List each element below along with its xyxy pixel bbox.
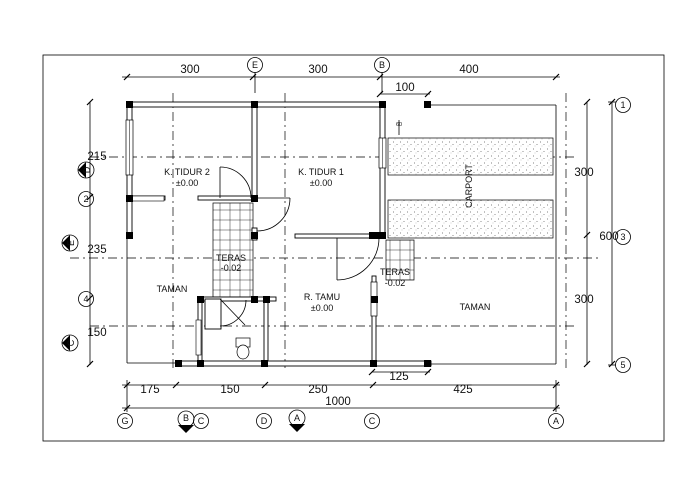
grid-bubble-bottom-a: A <box>294 413 300 423</box>
grid-bubble-right-1: 1 <box>620 100 625 110</box>
bedroom2-label: K. TIDUR 2 <box>164 167 210 177</box>
dim-bottom-1: 175 <box>140 384 159 396</box>
grid-bubble-bottom-a2: A <box>553 416 559 426</box>
grid-bubble-bottom-g: G <box>121 416 128 426</box>
grid-bubbles: E B 1 3 5 D 2 E 4 C G B C D A C A <box>61 57 631 433</box>
dim-bottom-2: 150 <box>220 384 239 396</box>
living-level: ±0.00 <box>311 303 333 313</box>
terrace-right-level: -0.02 <box>385 278 406 288</box>
carport-label: CARPORT <box>464 164 474 208</box>
garden-right-label: TAMAN <box>460 302 491 312</box>
bedroom2-level: ±0.00 <box>176 178 198 188</box>
bedroom1-level: ±0.00 <box>310 178 332 188</box>
dim-right-total: 600 <box>599 231 618 243</box>
dim-top-sub: 100 <box>395 82 414 94</box>
grid-bubble-left-2: 2 <box>83 194 88 204</box>
dim-bottom-sub: 125 <box>389 371 408 383</box>
dimension-values: 300 300 400 100 215 235 150 300 300 600 … <box>87 64 618 408</box>
dim-bottom-total: 1000 <box>325 396 351 408</box>
grid-bubble-right-3: 3 <box>620 232 625 242</box>
terrace-left-level: -0.02 <box>221 263 242 273</box>
room-labels: K. TIDUR 2 ±0.00 K. TIDUR 1 ±0.00 TERAS … <box>157 122 491 313</box>
grid-bubble-bottom-d: D <box>261 416 268 426</box>
site-boundary <box>126 104 557 365</box>
dim-top-1: 300 <box>180 64 199 76</box>
grid-bubble-bottom-b: B <box>183 413 189 423</box>
toilet-fixture <box>235 337 251 360</box>
terrace-right-tiles <box>385 239 415 281</box>
dim-top-3: 400 <box>459 64 478 76</box>
dim-right-2: 300 <box>574 294 593 306</box>
living-label: R. TAMU <box>304 292 340 302</box>
grid-bubble-top-e: E <box>252 60 258 70</box>
grid-bubble-bottom-c2: C <box>369 416 376 426</box>
small-dimension-mark: 60 <box>396 122 402 128</box>
dim-left-1: 215 <box>87 151 106 163</box>
terrace-left-label: TERAS <box>216 253 246 263</box>
dim-left-2: 235 <box>87 244 106 256</box>
terrace-left-tiles <box>212 202 254 298</box>
grid-bubble-right-5: 5 <box>620 360 625 370</box>
dim-right-1: 300 <box>574 167 593 179</box>
drawing-frame <box>42 54 665 442</box>
dimension-lines <box>86 73 616 412</box>
garden-left-label: TAMAN <box>157 284 188 294</box>
grid-bubble-left-c: C <box>66 339 76 346</box>
grid-bubble-left-e: E <box>66 240 76 246</box>
columns <box>126 101 431 367</box>
dim-left-3: 150 <box>87 327 106 339</box>
doors <box>219 166 380 327</box>
grid-bubble-bottom-c: C <box>198 416 205 426</box>
carport-gravel-bottom <box>387 199 554 239</box>
terrace-right-label: TERAS <box>380 267 410 277</box>
dim-bottom-3: 250 <box>308 384 327 396</box>
bedroom1-label: K. TIDUR 1 <box>298 167 344 177</box>
grid-bubble-top-b: B <box>379 60 385 70</box>
dim-bottom-4: 425 <box>453 384 472 396</box>
dim-top-2: 300 <box>308 64 327 76</box>
grid-bubble-left-4: 4 <box>83 294 88 304</box>
grid-bubble-left-d: D <box>82 166 92 173</box>
carport-gravel-top <box>387 137 554 176</box>
